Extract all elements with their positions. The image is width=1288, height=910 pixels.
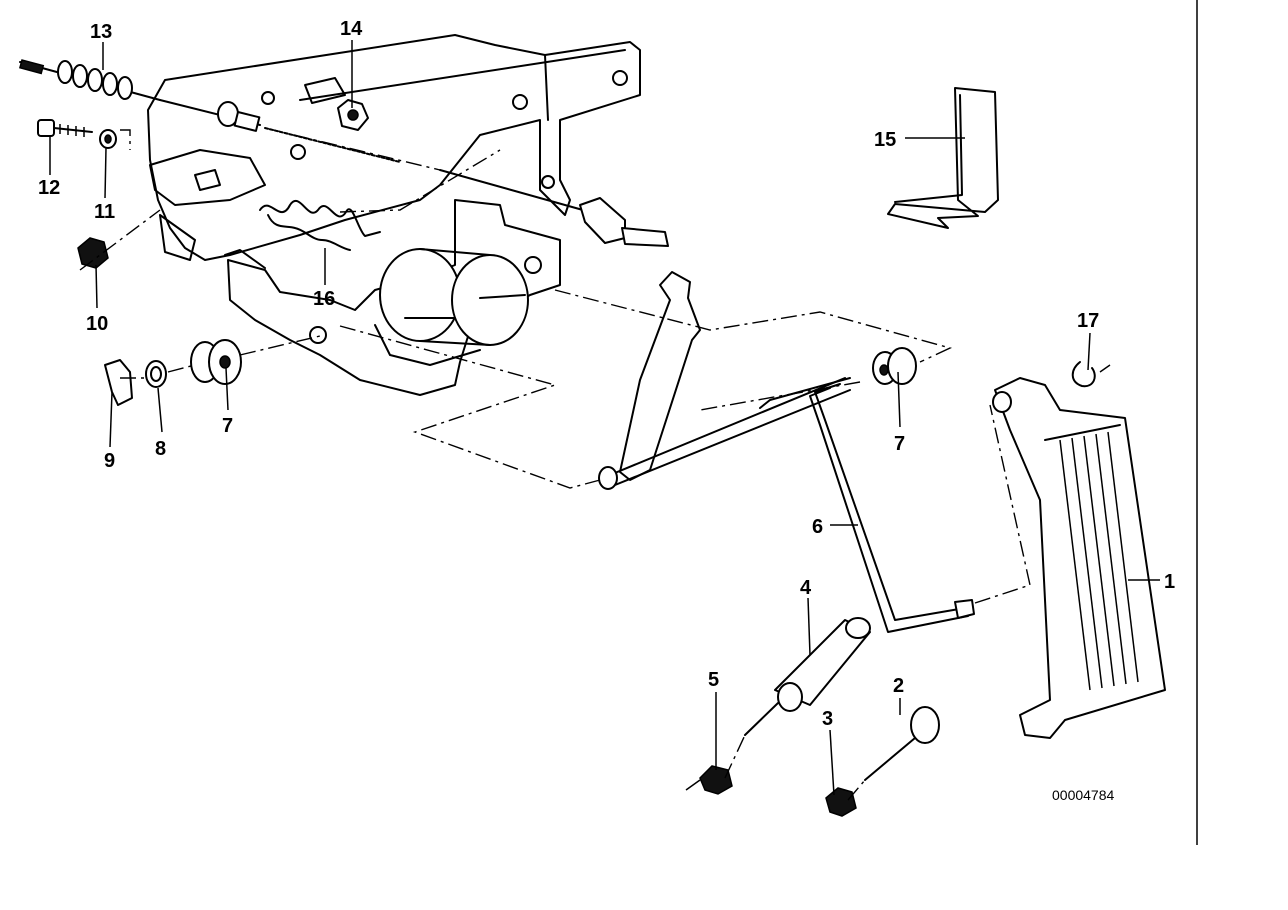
callout-13: 13 [90, 21, 112, 43]
pedal-mounting-bracket [147, 34, 641, 396]
bolt-2 [864, 706, 940, 781]
accelerator-pedal-pad [992, 377, 1166, 739]
callout-4: 4 [800, 577, 812, 599]
callout-7-right: 7 [894, 433, 905, 455]
callout-2: 2 [893, 675, 904, 697]
nut-5 [685, 765, 733, 795]
circlip-17 [1071, 361, 1096, 388]
pedal-lever [598, 271, 975, 633]
callout-9: 9 [104, 450, 115, 472]
callout-7-left: 7 [222, 415, 233, 437]
bracket-15 [887, 87, 999, 229]
nut-10 [77, 237, 109, 269]
callout-10: 10 [86, 313, 108, 335]
callout-16: 16 [313, 288, 335, 310]
cable-adjuster-thread [57, 60, 133, 100]
leader-lines [49, 40, 1160, 796]
washer-11 [99, 129, 117, 149]
callout-1: 1 [1164, 571, 1175, 593]
callout-3: 3 [822, 708, 833, 730]
callout-12: 12 [38, 177, 60, 199]
callout-labels: 13 14 15 12 11 10 16 7 8 9 7 17 6 1 4 5 … [38, 18, 1175, 803]
bushing-7-left [190, 339, 242, 385]
callout-8: 8 [155, 438, 166, 460]
callout-15: 15 [874, 129, 896, 151]
callout-17: 17 [1077, 310, 1099, 332]
throttle-cable [19, 59, 669, 247]
bushing-7-right [872, 347, 917, 385]
assembly-lines [79, 127, 1111, 801]
washer-8 [145, 360, 167, 388]
callout-11: 11 [94, 201, 115, 223]
pedal-stop-4 [744, 617, 871, 736]
callout-5: 5 [708, 669, 719, 691]
callout-6: 6 [812, 516, 823, 538]
clip-9 [104, 359, 133, 406]
callout-14: 14 [340, 18, 363, 40]
cable-end-cap [337, 99, 369, 131]
bolt-12 [37, 119, 93, 137]
diagram-code: 00004784 [1052, 787, 1115, 803]
nut-3 [825, 787, 857, 817]
